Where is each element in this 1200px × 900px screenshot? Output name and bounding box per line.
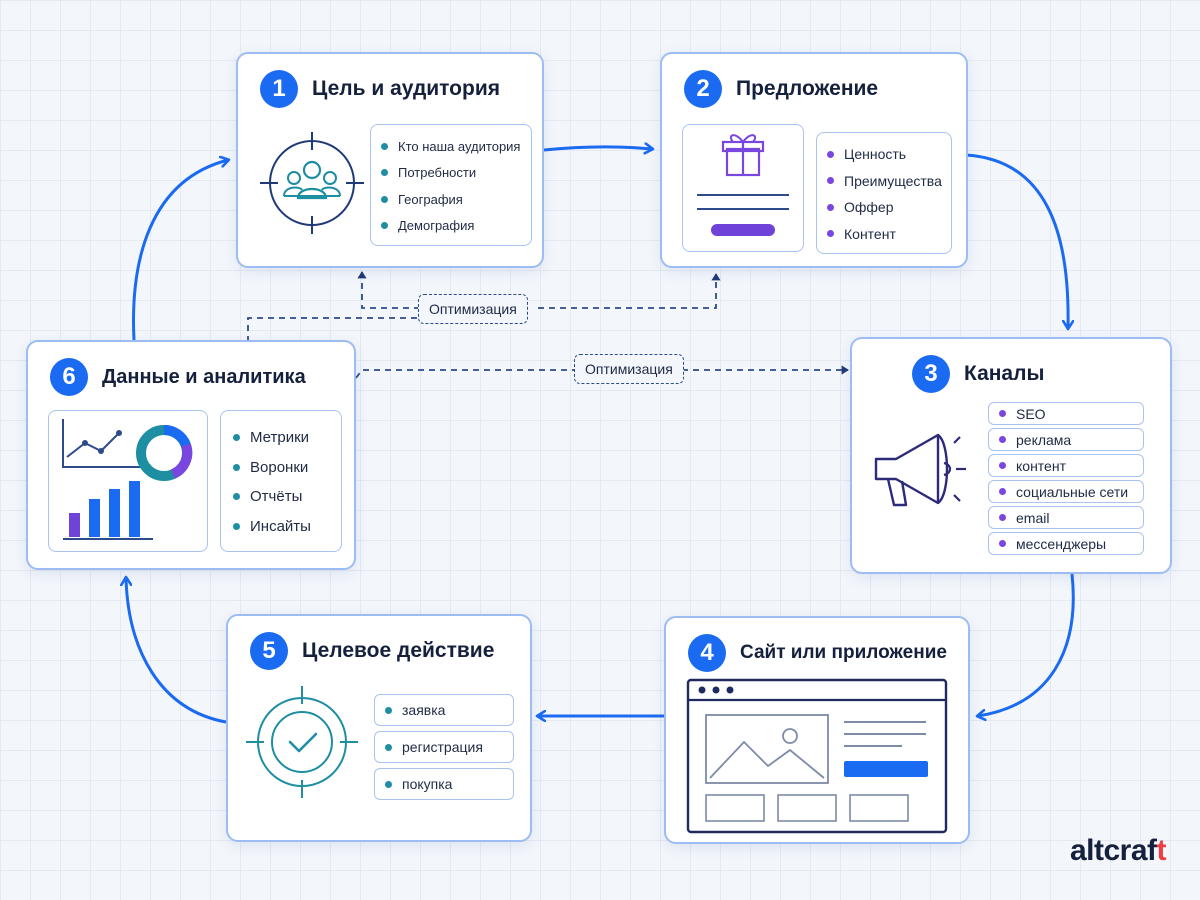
analytics-list: Метрики Воронки Отчёты Инсайты <box>220 410 342 552</box>
card-goal-audience: 1 Цель и аудитория Кто наша аудитория По… <box>236 52 544 268</box>
channel-pill: SEO <box>988 402 1144 425</box>
megaphone-icon <box>866 423 976 523</box>
card-title-offer: Предложение <box>736 77 879 100</box>
card-offer: 2 Предложение Ценность Преимущества Оффе… <box>660 52 968 268</box>
target-action-list: заявка регистрация покупка <box>374 694 514 800</box>
list-item: Воронки <box>233 453 329 483</box>
arrow-3-to-4 <box>978 573 1075 716</box>
step-number-5: 5 <box>250 632 288 670</box>
step-number-2: 2 <box>684 70 722 108</box>
channel-pill: email <box>988 506 1144 529</box>
channel-pill: реклама <box>988 428 1144 451</box>
channel-pill: мессенджеры <box>988 532 1144 555</box>
list-item: География <box>381 186 521 213</box>
target-audience-icon <box>252 128 372 238</box>
list-item: Преимущества <box>827 168 942 195</box>
arrow-5-to-6 <box>126 578 227 724</box>
step-number-4: 4 <box>688 634 726 672</box>
card-title-data-analytics: Данные и аналитика <box>102 365 306 388</box>
browser-window-icon <box>686 678 948 834</box>
card-title-channels: Каналы <box>964 362 1045 385</box>
optimization-line-middle <box>355 365 849 379</box>
optimization-label-middle: Оптимизация <box>574 354 684 384</box>
optimization-label-top: Оптимизация <box>418 294 528 324</box>
optimization-branch-to-1 <box>357 271 420 309</box>
step-number-1: 1 <box>260 70 298 108</box>
gift-offer-icon <box>682 124 804 252</box>
optimization-line-top <box>247 317 420 342</box>
altcraft-logo: altcraft <box>1069 834 1167 867</box>
arrow-1-to-2 <box>543 147 652 150</box>
arrow-2-to-3 <box>965 153 1068 328</box>
channel-pill: контент <box>988 454 1144 477</box>
action-pill: покупка <box>374 768 514 800</box>
channel-pill: социальные сети <box>988 480 1144 503</box>
step-number-6: 6 <box>50 358 88 396</box>
card-channels: 3 Каналы SEO реклама контент социальные … <box>850 337 1172 574</box>
card-title-site-app: Сайт или приложение <box>740 642 947 663</box>
channels-list: SEO реклама контент социальные сети emai… <box>988 402 1144 555</box>
step-number-3: 3 <box>912 355 950 393</box>
list-item: Кто наша аудитория <box>381 133 521 160</box>
card-title-goal-audience: Цель и аудитория <box>312 77 501 100</box>
card-site-app: 4 Сайт или приложение <box>664 616 970 844</box>
analytics-charts-icon <box>48 410 208 552</box>
list-item: Демография <box>381 213 521 240</box>
action-pill: заявка <box>374 694 514 726</box>
offer-list: Ценность Преимущества Оффер Контент <box>816 132 952 254</box>
optimization-branch-to-2 <box>538 273 721 309</box>
card-target-action: 5 Целевое действие заявка регистрация по… <box>226 614 532 842</box>
card-title-target-action: Целевое действие <box>302 639 495 662</box>
goal-audience-list: Кто наша аудитория Потребности География… <box>370 124 532 246</box>
card-data-analytics: 6 Данные и аналитика Метрики Воронки Отч… <box>26 340 356 570</box>
list-item: Отчёты <box>233 482 329 512</box>
list-item: Ценность <box>827 141 941 168</box>
list-item: Контент <box>827 221 941 248</box>
list-item: Метрики <box>233 423 329 453</box>
action-pill: регистрация <box>374 731 514 763</box>
list-item: Инсайты <box>233 512 329 542</box>
arrow-6-to-1 <box>132 160 228 341</box>
list-item: Потребности <box>381 160 521 187</box>
target-check-icon <box>242 682 362 802</box>
list-item: Оффер <box>827 194 941 221</box>
